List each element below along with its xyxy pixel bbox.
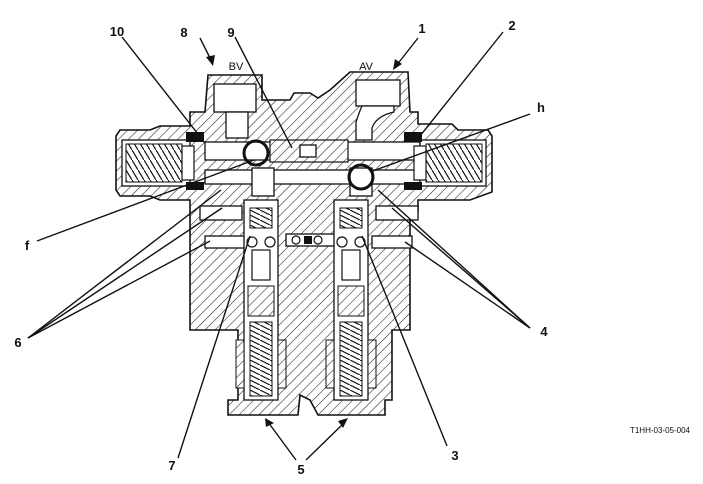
callout-10: 10 (110, 24, 124, 39)
callout-4: 4 (540, 324, 548, 339)
port-label-bv: BV (229, 61, 244, 73)
callout-f: f (25, 238, 30, 253)
left-spring-assembly (121, 132, 204, 190)
right-spring-assembly (404, 132, 487, 190)
port-label-av: AV (359, 61, 374, 73)
callout-1: 1 (418, 21, 425, 36)
callout-7: 7 (168, 458, 175, 473)
callout-5: 5 (297, 462, 304, 477)
callout-8: 8 (180, 25, 187, 40)
callout-3: 3 (451, 448, 458, 463)
leader-lines (27, 31, 531, 461)
right-poppet-assembly (325, 199, 377, 401)
callout-h: h (537, 100, 545, 115)
centre-check-valve (291, 235, 323, 245)
left-poppet-assembly (235, 199, 287, 401)
circle-marker-f (242, 139, 270, 167)
callout-9: 9 (227, 25, 234, 40)
circle-marker-h (347, 163, 375, 191)
figure-reference-code: T1HH-03-05-004 (630, 426, 691, 435)
callout-2: 2 (508, 18, 515, 33)
callout-6: 6 (14, 335, 21, 350)
